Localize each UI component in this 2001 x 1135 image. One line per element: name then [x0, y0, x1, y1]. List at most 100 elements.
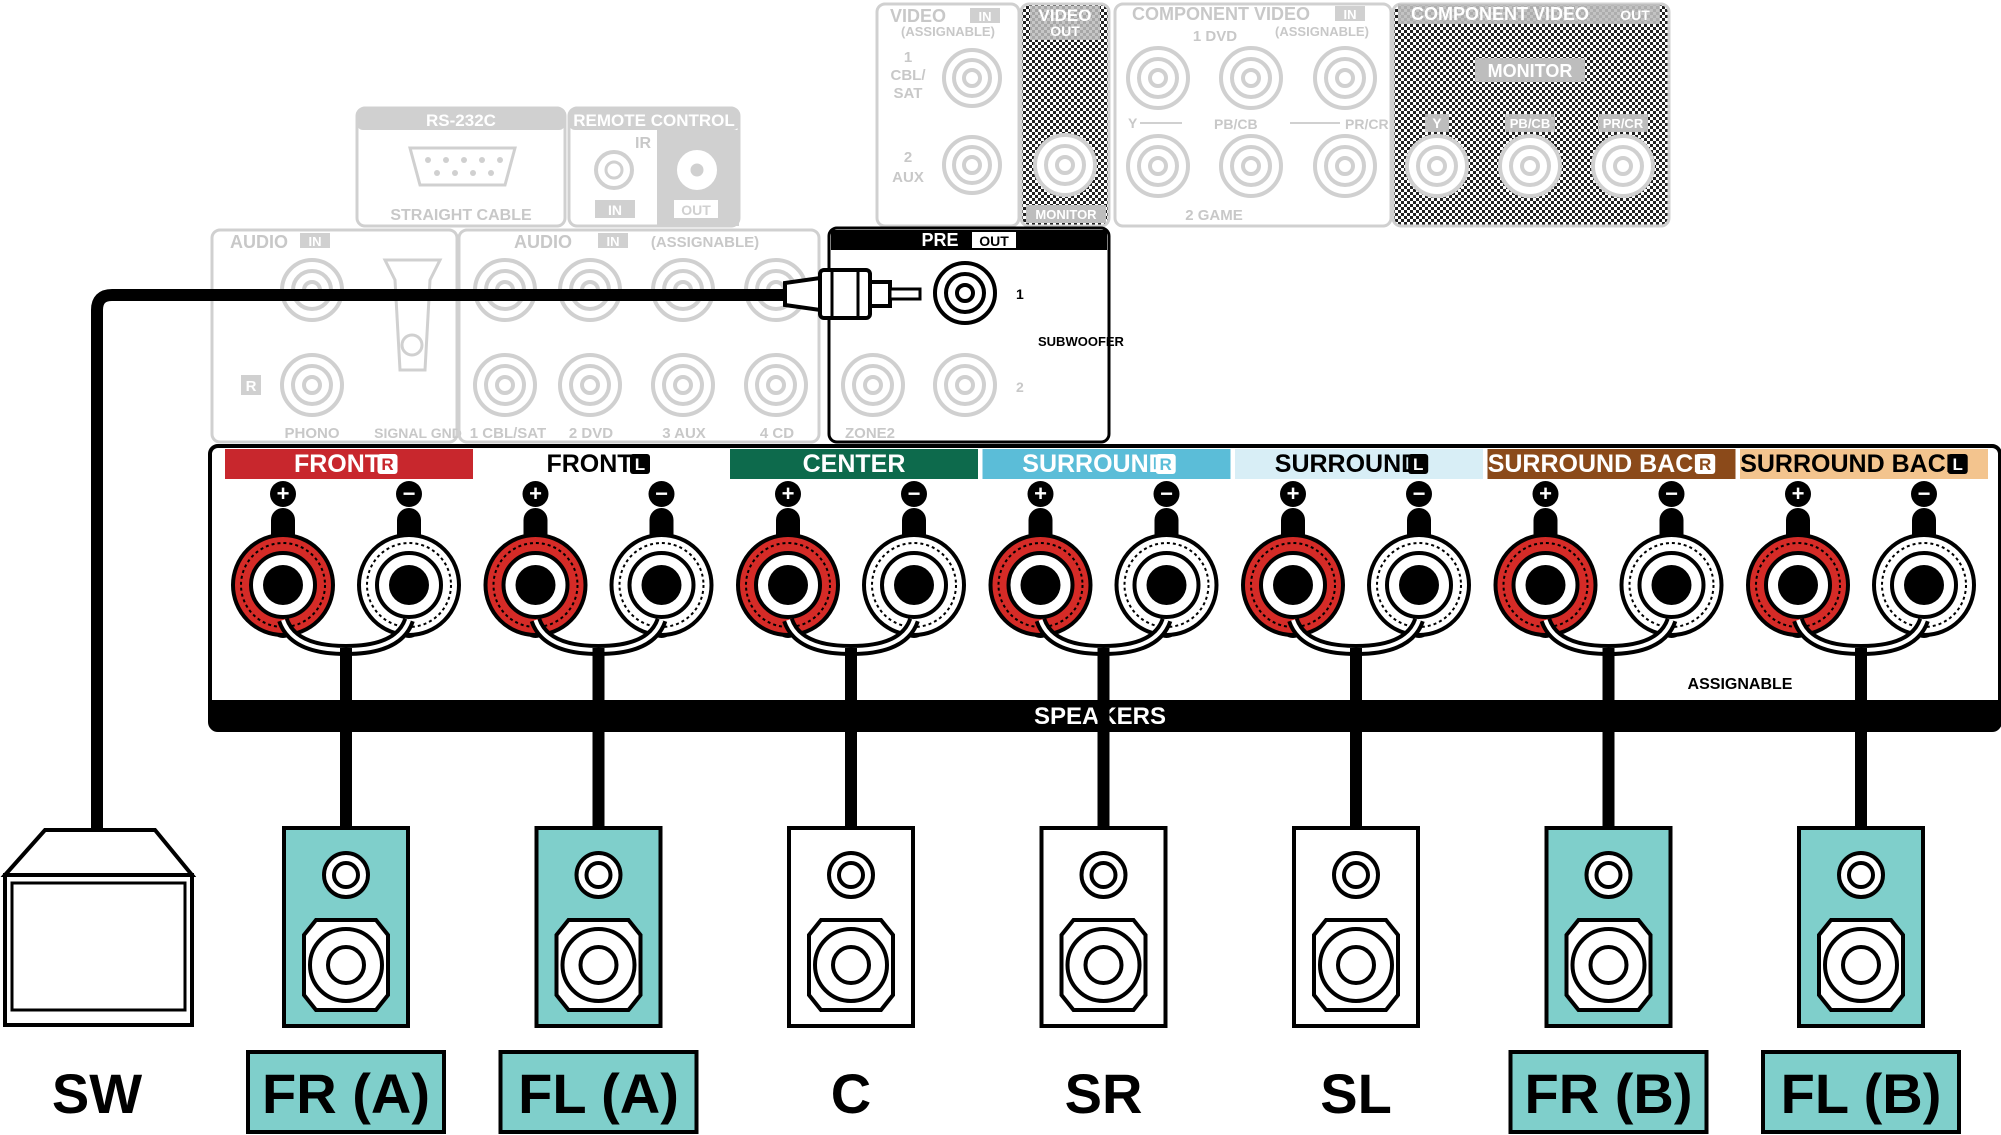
- plus-icon: [270, 481, 296, 507]
- rs232c-title: RS-232C: [426, 111, 496, 130]
- video-in-sat: SAT: [894, 85, 923, 102]
- audio-in-phono-title: AUDIO: [230, 232, 288, 252]
- channel-side: L: [1953, 455, 1963, 474]
- negative-terminal[interactable]: −: [1114, 481, 1219, 638]
- plus-icon: [522, 481, 549, 507]
- component-in-sub: (ASSIGNABLE): [1275, 24, 1369, 39]
- channel-name: FRONT: [294, 450, 380, 478]
- channel-header: [1740, 449, 1988, 479]
- audio-in-signal-gnd: SIGNAL GND: [374, 425, 462, 441]
- component-in-tag: IN: [1344, 7, 1357, 22]
- video-in-sub: (ASSIGNABLE): [901, 24, 995, 39]
- positive-terminal[interactable]: +: [988, 481, 1093, 638]
- minus-icon: [396, 481, 422, 507]
- positive-terminal[interactable]: +: [736, 481, 840, 638]
- minus-sign: −: [1918, 481, 1931, 506]
- channel-side-badge: [1695, 454, 1716, 474]
- channel-name: SURROUND BACK: [1488, 450, 1712, 478]
- plus-icon: [775, 481, 801, 507]
- channel-header: [982, 449, 1231, 479]
- negative-terminal[interactable]: −: [609, 481, 714, 638]
- audio-in-2: 2 DVD: [569, 425, 613, 442]
- remote-control-title: REMOTE CONTROL: [573, 111, 735, 130]
- pre-out-ch2: 2: [1016, 379, 1024, 395]
- channel-name: CENTER: [803, 450, 906, 478]
- channel-header: [1235, 449, 1483, 479]
- channel-name: SURROUND: [1022, 450, 1166, 478]
- positive-terminal[interactable]: +: [1746, 481, 1850, 638]
- positive-terminal[interactable]: +: [1493, 481, 1598, 638]
- plus-icon: [1280, 481, 1306, 507]
- remote-out: OUT: [681, 202, 711, 218]
- component-out-jacks: [1405, 134, 1655, 198]
- remote-ir: IR: [635, 135, 651, 152]
- assignable-label: ASSIGNABLE: [1688, 676, 1793, 693]
- minus-sign: −: [1665, 481, 1678, 506]
- subwoofer-cable: [91, 268, 922, 840]
- negative-terminal[interactable]: −: [1367, 481, 1471, 638]
- speaker-label: FR (A): [262, 1062, 430, 1125]
- audio-in-assignable-tag: IN: [607, 234, 620, 249]
- channel-side-badge: [1947, 454, 1968, 474]
- video-in-title: VIDEO: [890, 6, 946, 26]
- plus-sign: +: [277, 481, 290, 506]
- audio-in-assignable-sub: (ASSIGNABLE): [651, 234, 759, 251]
- subwoofer-jack-1[interactable]: [933, 261, 997, 325]
- negative-terminal[interactable]: −: [1872, 481, 1976, 638]
- channel-header: [225, 449, 473, 479]
- speaker-label-box: [498, 1050, 699, 1134]
- audio-in-phono-section: AUDIO IN R PHONO SIGNAL GND: [210, 228, 462, 444]
- speaker-unit-2: C: [787, 826, 915, 1125]
- channel-side: R: [381, 455, 393, 474]
- speaker-label: FL (A): [518, 1062, 679, 1125]
- video-in-1: 1: [904, 49, 912, 66]
- speaker-label: FR (B): [1525, 1062, 1693, 1125]
- audio-in-assignable-section: AUDIO IN (ASSIGNABLE) 1 CBL/SAT 2 DVD 3 …: [457, 228, 821, 444]
- audio-in-phono-label: PHONO: [284, 425, 339, 442]
- video-out-tag: OUT: [1050, 23, 1080, 39]
- minus-sign: −: [403, 481, 416, 506]
- pre-out-section: PRE OUT 1 SUBWOOFER 2 ZONE2: [827, 226, 1125, 444]
- audio-in-4: 4 CD: [760, 425, 794, 442]
- negative-terminal[interactable]: −: [1619, 481, 1724, 638]
- zone2-jack[interactable]: [841, 353, 905, 417]
- component-out-tag: OUT: [1620, 7, 1650, 23]
- negative-terminal[interactable]: −: [862, 481, 966, 638]
- component-in-y: Y: [1128, 115, 1138, 131]
- component-in-pr: PR/CR: [1345, 116, 1389, 132]
- plus-sign: +: [1034, 481, 1047, 506]
- plus-icon: [1532, 481, 1559, 507]
- positive-terminal[interactable]: +: [483, 481, 588, 638]
- subwoofer-jack-2[interactable]: [933, 353, 997, 417]
- channel-side: R: [1699, 455, 1711, 474]
- channel-header: [730, 449, 978, 479]
- positive-terminal[interactable]: +: [231, 481, 335, 638]
- plus-sign: +: [529, 481, 542, 506]
- video-in-aux: AUX: [892, 169, 924, 186]
- video-in-tag: IN: [979, 9, 992, 24]
- audio-in-1: 1 CBL/SAT: [470, 425, 546, 442]
- positive-terminal[interactable]: +: [1241, 481, 1345, 638]
- speaker-label: FL (B): [1781, 1062, 1942, 1125]
- channel-name: SURROUND: [1275, 450, 1419, 478]
- audio-in-phono-r: R: [246, 378, 257, 395]
- pre-out-subwoofer: SUBWOOFER: [1038, 334, 1125, 349]
- channel-2: CENTER +−: [730, 449, 978, 828]
- negative-terminal[interactable]: −: [357, 481, 461, 638]
- speaker-unit-1: FL (A): [498, 826, 699, 1134]
- rs232c-section: RS-232C STRAIGHT CABLE: [355, 106, 567, 228]
- minus-icon: [1658, 481, 1685, 507]
- channel-side: L: [1413, 455, 1423, 474]
- video-in-cbl: CBL/: [891, 67, 927, 84]
- video-in-section: VIDEO IN (ASSIGNABLE) 1 CBL/ SAT 2 AUX: [875, 2, 1021, 228]
- speaker-panel: SPEAKERS ASSIGNABLE FRONTR+−FRONTL+−CENT…: [208, 444, 2001, 828]
- speaker-label: SR: [1065, 1062, 1143, 1125]
- speaker-label-box: [1508, 1050, 1709, 1134]
- subwoofer-box: [0, 828, 197, 1027]
